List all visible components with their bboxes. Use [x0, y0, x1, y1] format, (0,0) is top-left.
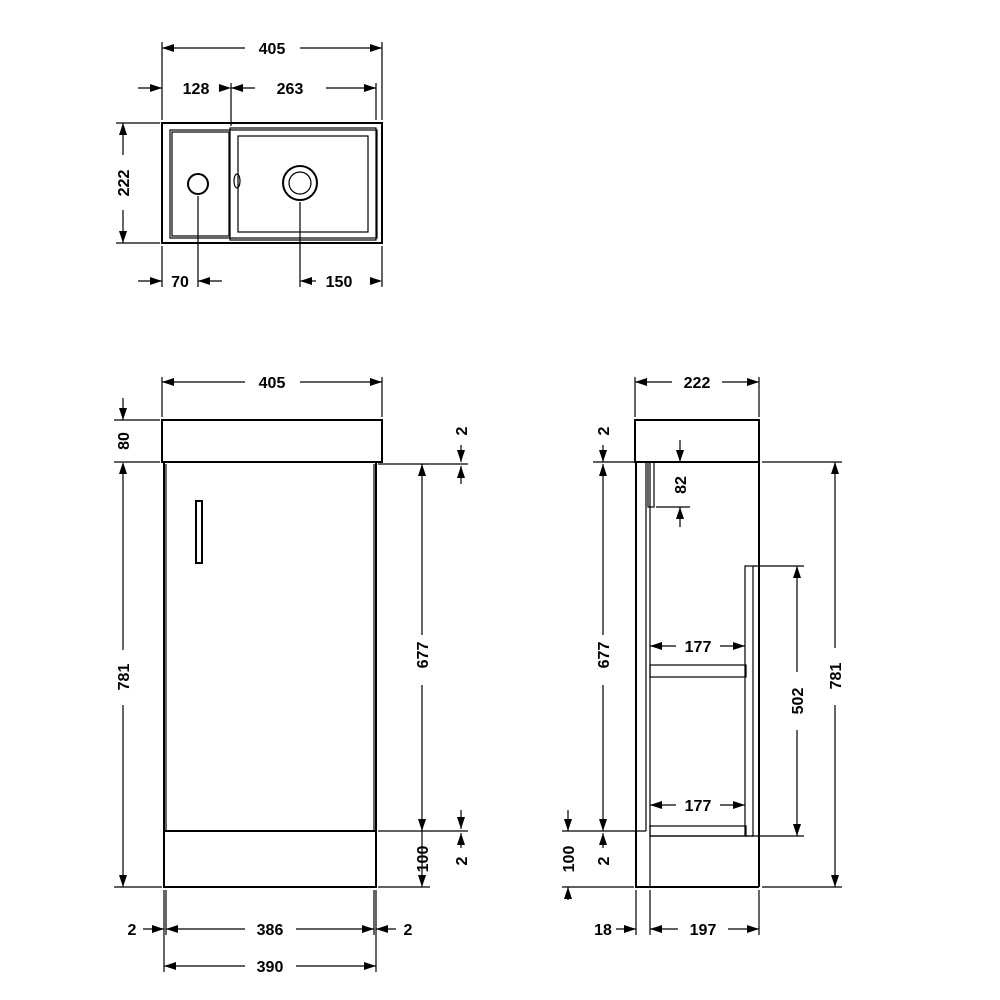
basin-inner-rim — [169, 129, 378, 239]
dim-top-shelf-basin: 128 263 — [138, 81, 377, 126]
dim-top-overall-width: 405 — [161, 41, 383, 120]
label-top-150: 150 — [326, 274, 353, 291]
label-front-781: 781 — [116, 664, 133, 691]
side-basin-top — [634, 419, 760, 463]
label-side-gap-bottom: 2 — [596, 856, 613, 865]
label-side-677: 677 — [596, 642, 613, 669]
label-top-70: 70 — [171, 274, 189, 291]
tap-hole-icon — [187, 173, 209, 195]
dim-front-left-heights: 80 781 — [114, 398, 162, 888]
side-view: 222 2 677 82 — [561, 375, 845, 939]
dim-side-shelves: 177 177 — [650, 639, 745, 815]
dim-front-right-heights: 677 100 2 2 — [378, 426, 471, 888]
waste-inner-icon — [288, 171, 312, 195]
label-side-502: 502 — [790, 688, 807, 715]
label-front-100: 100 — [415, 846, 432, 873]
dim-side-plinth: 100 2 — [561, 810, 634, 900]
front-carcass — [163, 461, 377, 888]
label-side-82: 82 — [673, 476, 690, 494]
label-side-177-top: 177 — [685, 639, 712, 656]
dim-side-bottom-widths: 18 197 — [594, 890, 760, 939]
top-view: 405 128 263 222 — [116, 41, 383, 291]
label-top-263: 263 — [277, 81, 304, 98]
label-side-177-bottom: 177 — [685, 798, 712, 815]
side-lower-shelf — [649, 825, 747, 837]
label-front-side-left: 2 — [128, 922, 137, 939]
dim-front-bottom-widths: 2 386 2 390 — [128, 890, 413, 976]
front-basin-top — [161, 419, 383, 463]
basin-outer-outline — [161, 122, 383, 244]
label-front-405: 405 — [259, 375, 286, 392]
side-upper-shelf — [649, 664, 747, 678]
dim-side-right-heights: 502 781 — [753, 461, 845, 888]
label-side-222: 222 — [684, 375, 711, 392]
label-front-side-right: 2 — [404, 922, 413, 939]
door-handle — [195, 500, 203, 564]
dim-side-handle: 82 — [656, 440, 690, 527]
label-side-197: 197 — [690, 922, 717, 939]
label-top-405: 405 — [259, 41, 286, 58]
dim-top-offsets: 70 150 — [138, 196, 383, 291]
bowl-inner — [237, 135, 369, 233]
label-front-677: 677 — [415, 642, 432, 669]
front-view: 405 80 781 — [114, 375, 471, 976]
label-top-128: 128 — [183, 81, 210, 98]
label-side-781: 781 — [828, 663, 845, 690]
label-front-gap-top: 2 — [454, 426, 471, 435]
shelf-well — [171, 131, 230, 237]
label-side-100: 100 — [561, 846, 578, 873]
label-top-222: 222 — [116, 170, 133, 197]
dim-top-depth: 222 — [116, 122, 160, 244]
label-side-gap-top: 2 — [596, 426, 613, 435]
dim-side-overall-depth: 222 — [634, 375, 760, 417]
waste-outer-icon — [282, 165, 318, 201]
side-handle — [647, 461, 655, 508]
label-side-18: 18 — [594, 922, 612, 939]
side-internal-divider — [744, 565, 754, 837]
label-front-80: 80 — [116, 432, 133, 450]
label-front-386: 386 — [257, 922, 284, 939]
label-front-gap-bottom: 2 — [454, 856, 471, 865]
dim-side-left-heights: 2 677 — [593, 426, 646, 832]
overflow-icon — [233, 173, 241, 189]
label-front-390: 390 — [257, 959, 284, 976]
bowl-outer — [229, 127, 377, 241]
dim-front-overall-width: 405 — [161, 375, 383, 417]
